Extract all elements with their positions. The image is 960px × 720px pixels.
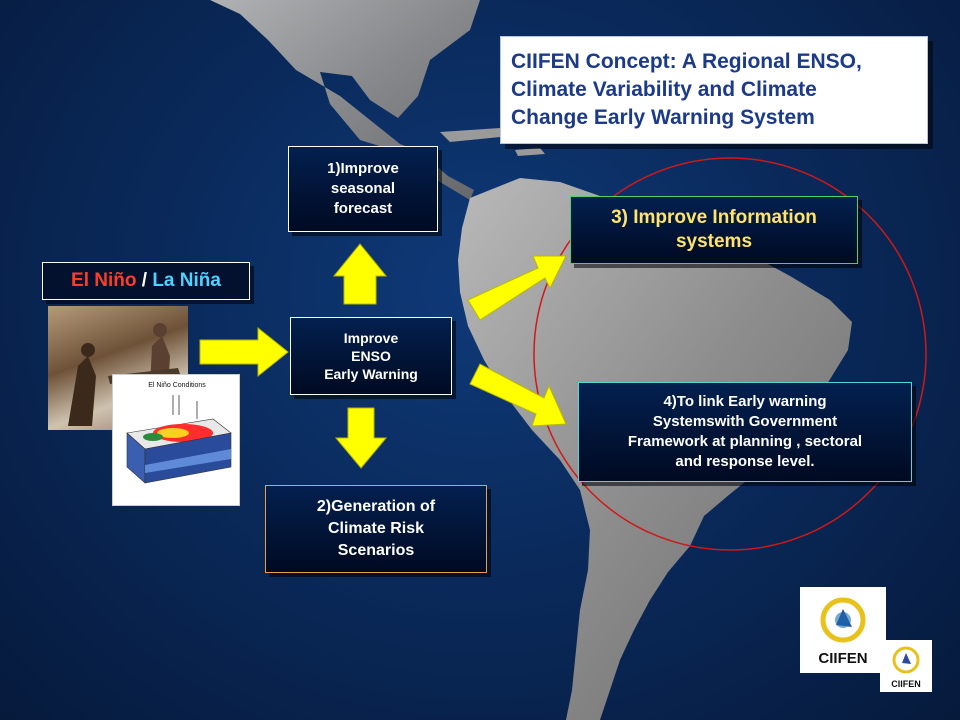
improve-enso-early-warning-box: Improve ENSO Early Warning	[290, 317, 452, 395]
ciifen-logo-text-large: CIIFEN	[818, 650, 868, 667]
ciifen-logo-large: CIIFEN	[800, 587, 886, 673]
ciifen-logo-small: CIIFEN	[880, 640, 932, 692]
arrow-up	[332, 243, 388, 305]
arrow-down	[334, 407, 388, 469]
el-nino-la-nina-label: El Niño / La Niña	[42, 262, 250, 300]
arrow-lower-right	[469, 363, 567, 427]
improve-seasonal-forecast-box: 1)Improve seasonal forecast	[288, 146, 438, 232]
improve-seasonal-forecast-text: 1)Improve seasonal forecast	[327, 160, 399, 217]
link-early-warning-text: 4)To link Early warning Systemswith Gove…	[627, 393, 863, 470]
caribbean-islands	[440, 128, 545, 156]
highlight-circle	[533, 157, 927, 551]
la-nina-text: La Niña	[152, 270, 221, 291]
climate-risk-scenarios-box: 2)Generation of Climate Risk Scenarios	[265, 485, 487, 573]
enso-separator: /	[136, 270, 153, 291]
el-nino-conditions-title: El Niño Conditions	[148, 382, 206, 389]
improve-enso-early-warning-text: Improve ENSO Early Warning	[324, 330, 418, 382]
arrow-upper-right	[467, 255, 567, 321]
title-box: CIIFEN Concept: A Regional ENSO, Climate…	[500, 36, 928, 144]
improve-information-systems-box: 3) Improve Information systems	[570, 196, 858, 264]
title-text: CIIFEN Concept: A Regional ENSO, Climate…	[511, 50, 862, 129]
el-nino-text: El Niño	[71, 270, 137, 291]
el-nino-conditions-diagram: El Niño Conditions	[112, 374, 240, 506]
arrow-right	[199, 326, 289, 378]
ciifen-logo-text-small: CIIFEN	[891, 679, 921, 689]
climate-risk-scenarios-text: 2)Generation of Climate Risk Scenarios	[316, 498, 436, 559]
link-early-warning-box: 4)To link Early warning Systemswith Gove…	[578, 382, 912, 482]
improve-information-systems-text: 3) Improve Information systems	[611, 207, 817, 252]
